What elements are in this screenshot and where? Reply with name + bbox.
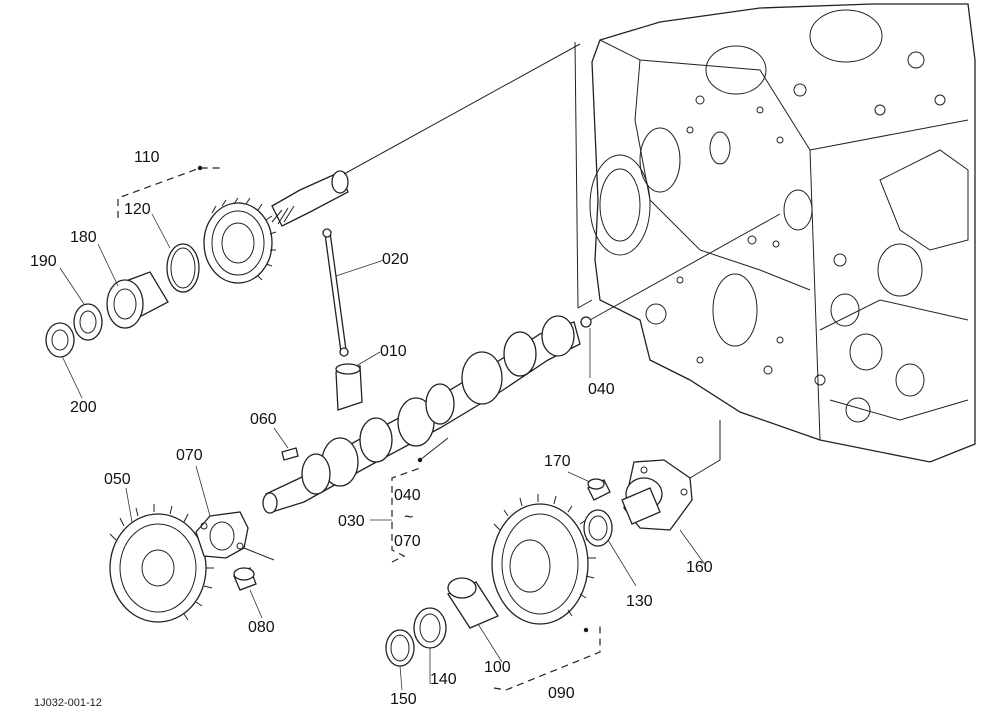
part-020-push-rod bbox=[322, 228, 349, 357]
label-070-range-end: 070 bbox=[394, 533, 421, 550]
part-040-ball bbox=[580, 316, 592, 328]
engine-block bbox=[574, 3, 976, 463]
drawing-code: 1J032-001-12 bbox=[34, 697, 102, 709]
part-060-key bbox=[281, 447, 299, 461]
label-150: 150 bbox=[390, 691, 417, 708]
part-080-bolt bbox=[233, 567, 257, 591]
label-040-range-start: 040 bbox=[394, 487, 421, 504]
part-120-snap-ring bbox=[166, 243, 200, 293]
part-110-shaft bbox=[271, 43, 581, 227]
label-080: 080 bbox=[248, 619, 275, 636]
label-200: 200 bbox=[70, 399, 97, 416]
part-130-collar bbox=[583, 509, 613, 547]
part-090-gear bbox=[491, 494, 596, 625]
label-range-tilde: ~ bbox=[404, 509, 413, 526]
label-190: 190 bbox=[30, 253, 57, 270]
part-160-shaft bbox=[621, 420, 721, 531]
part-070-thrust-plate bbox=[195, 511, 275, 561]
label-060: 060 bbox=[250, 411, 277, 428]
label-020: 020 bbox=[382, 251, 409, 268]
label-110: 110 bbox=[134, 149, 160, 166]
part-050-gear bbox=[109, 504, 214, 623]
label-180: 180 bbox=[70, 229, 97, 246]
part-100-bush bbox=[447, 577, 499, 629]
part-120-gear bbox=[203, 197, 277, 284]
label-100: 100 bbox=[484, 659, 511, 676]
part-170-bolt bbox=[587, 478, 611, 501]
bracket-040-070 bbox=[391, 467, 421, 563]
part-200-nut bbox=[45, 322, 75, 358]
bracket-090 bbox=[493, 622, 601, 691]
label-050: 050 bbox=[104, 471, 131, 488]
part-190-nut bbox=[73, 303, 103, 341]
label-120: 120 bbox=[124, 201, 151, 218]
label-170: 170 bbox=[544, 453, 571, 470]
part-180-bearing bbox=[106, 271, 169, 329]
label-140: 140 bbox=[430, 671, 457, 688]
label-070: 070 bbox=[176, 447, 203, 464]
label-130: 130 bbox=[626, 593, 653, 610]
part-010-tappet bbox=[335, 363, 363, 411]
leader-lines bbox=[59, 213, 707, 691]
part-030-camshaft bbox=[262, 315, 581, 514]
label-030: 030 bbox=[338, 513, 365, 530]
bracket-110 bbox=[117, 167, 220, 218]
label-040: 040 bbox=[588, 381, 615, 398]
label-090: 090 bbox=[548, 685, 575, 702]
label-010: 010 bbox=[380, 343, 407, 360]
label-160: 160 bbox=[686, 559, 713, 576]
part-labels: 110 120 180 190 200 020 010 040 060 070 … bbox=[30, 149, 713, 708]
